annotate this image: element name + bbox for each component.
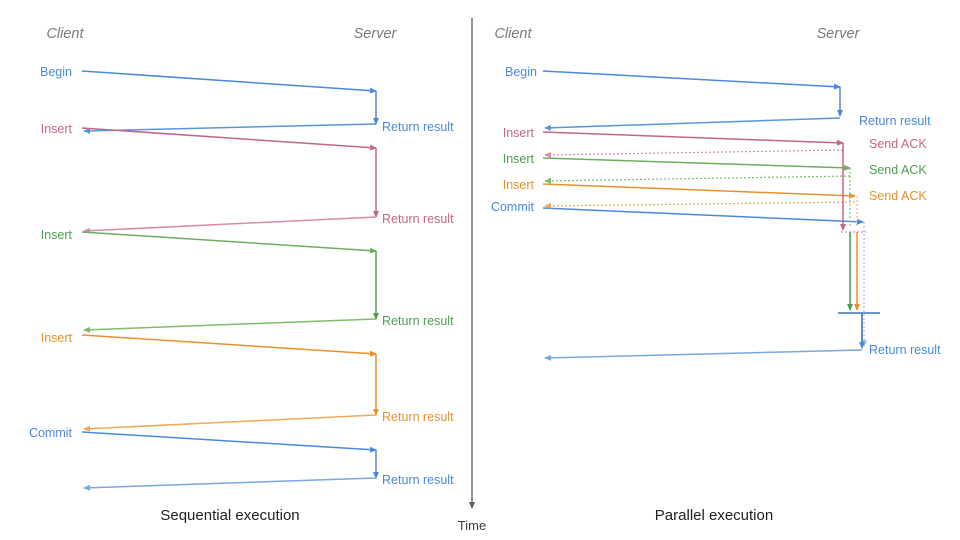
insert1-request-arrow <box>81 127 377 151</box>
parallel-server-label-ack2: Send ACK <box>869 163 927 177</box>
commit-request-arrow <box>81 431 377 453</box>
parallel-server-header: Server <box>817 26 861 42</box>
insert2-response-arrow <box>83 318 377 333</box>
panel-sequential-execution: Client Server Begin Insert Insert Insert… <box>29 26 454 524</box>
sequential-caption: Sequential execution <box>160 507 299 524</box>
parallel-client-label-insert3: Insert <box>503 178 535 192</box>
parallel-client-header: Client <box>494 26 532 42</box>
parallel-server-label-return2: Return result <box>869 343 941 357</box>
begin-response-arrow <box>83 123 377 134</box>
parallel-server-label-ack3: Send ACK <box>869 189 927 203</box>
insert1-request-arrow <box>542 131 844 146</box>
sequential-client-label-insert2: Insert <box>41 228 73 242</box>
sequential-server-label-return2: Return result <box>382 212 454 226</box>
parallel-messages <box>542 70 880 361</box>
insert2-ack-arrow <box>544 175 851 184</box>
insert2-request-arrow <box>542 157 851 171</box>
commit-request-arrow <box>542 207 864 225</box>
insert3-ack-arrow <box>544 201 856 209</box>
begin-request-arrow <box>81 70 377 94</box>
parallel-server-label-ack1: Send ACK <box>869 137 927 151</box>
parallel-server-label-return1: Return result <box>859 114 931 128</box>
sequential-server-label-return5: Return result <box>382 473 454 487</box>
begin-response-arrow <box>544 117 841 131</box>
sequential-messages <box>81 70 379 491</box>
insert1-response-arrow <box>83 216 377 234</box>
sequential-client-label-insert3: Insert <box>41 331 73 345</box>
insert1-ack-arrow <box>544 149 844 158</box>
sequential-client-header: Client <box>46 26 84 42</box>
insert2-request-arrow <box>81 231 377 254</box>
sequential-server-label-return4: Return result <box>382 410 454 424</box>
commit-response-arrow <box>544 349 863 361</box>
sequential-server-label-return3: Return result <box>382 314 454 328</box>
time-axis-label: Time <box>458 518 486 533</box>
insert3-response-arrow <box>83 414 377 432</box>
parallel-client-label-begin: Begin <box>505 65 537 79</box>
panel-parallel-execution: Client Server Begin Insert <box>491 26 941 524</box>
insert3-request-arrow <box>542 183 856 199</box>
parallel-client-label-insert1: Insert <box>503 126 535 140</box>
commit-response-arrow <box>83 477 377 491</box>
sequential-server-header: Server <box>354 26 398 42</box>
sequential-client-label-commit: Commit <box>29 426 73 440</box>
parallel-client-label-insert2: Insert <box>503 152 535 166</box>
begin-request-arrow <box>542 70 841 90</box>
sequential-client-label-insert1: Insert <box>41 122 73 136</box>
insert3-request-arrow <box>81 334 377 357</box>
sequential-client-label-begin: Begin <box>40 65 72 79</box>
parallel-client-label-commit: Commit <box>491 200 535 214</box>
time-axis: Time <box>458 18 486 533</box>
parallel-caption: Parallel execution <box>655 507 773 524</box>
sequential-server-label-return1: Return result <box>382 120 454 134</box>
